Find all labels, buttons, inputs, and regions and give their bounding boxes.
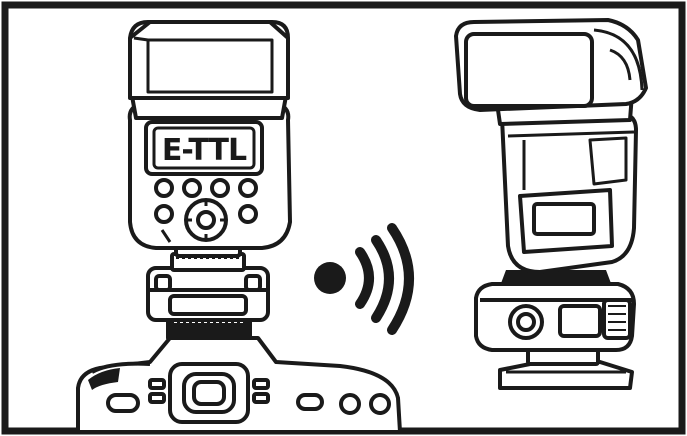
lcd-mode-text: E-TTL bbox=[162, 133, 247, 168]
receiver-hot-shoe bbox=[500, 270, 612, 286]
transmitter-unit bbox=[148, 254, 268, 338]
receiver-unit bbox=[476, 284, 634, 350]
